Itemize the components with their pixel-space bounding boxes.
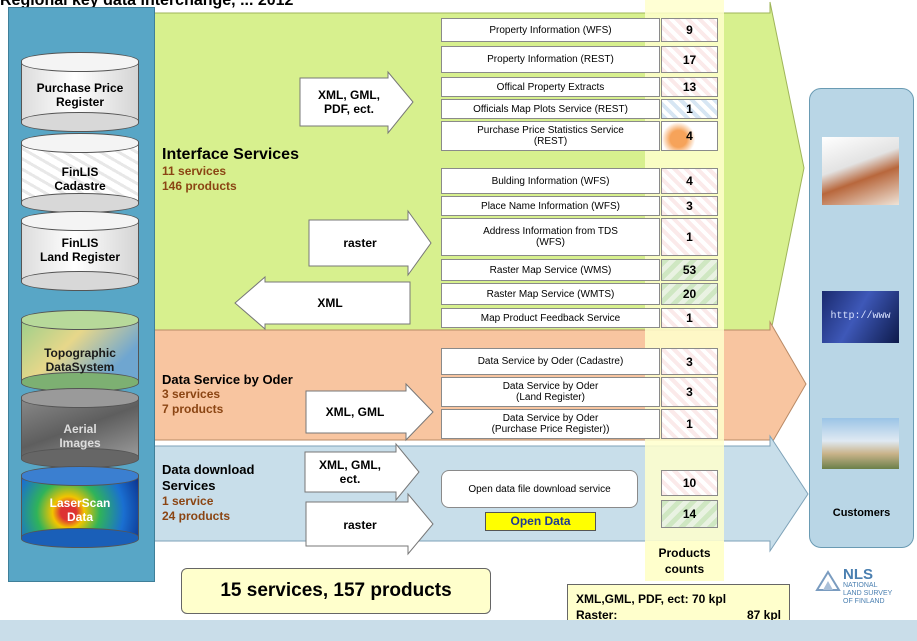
count-raster-map-wms: 53 xyxy=(661,259,718,281)
arrow-xml-out xyxy=(234,275,411,331)
page-title: Regional key data interchange, ... 2012 xyxy=(0,0,294,9)
arrow-label-xml-gml-ect: XML, GML, ect. xyxy=(319,458,381,486)
customer-photo-person xyxy=(822,137,899,205)
db-finlis-cadastre: FinLIS Cadastre xyxy=(21,133,139,213)
count-bulding-information: 4 xyxy=(661,168,718,194)
data-download-heading: Data download Services 1 service 24 prod… xyxy=(162,462,254,524)
service-order-purchase-price: Data Service by Oder (Purchase Price Reg… xyxy=(441,409,660,439)
arrow-label-xml-out: XML xyxy=(317,296,343,310)
service-property-information-wfs: Property Information (WFS) xyxy=(441,18,660,42)
data-service-order-title: Data Service by Oder xyxy=(162,372,293,387)
service-open-data-file-download: Open data file download service xyxy=(441,470,638,508)
service-raster-map-wmts: Raster Map Service (WMTS) xyxy=(441,283,660,305)
data-download-products: 24 products xyxy=(162,509,231,523)
arrow-raster-interface xyxy=(308,209,432,277)
count-order-cadastre: 3 xyxy=(661,348,718,375)
customers-label: Customers xyxy=(832,507,891,519)
count-raster-map-wmts: 20 xyxy=(661,283,718,305)
data-download-title: Data download Services xyxy=(162,462,255,493)
count-download-10: 10 xyxy=(661,470,718,496)
db-topographic-datasystem: Topographic DataSystem xyxy=(21,310,139,392)
count-place-name-information: 3 xyxy=(661,196,718,216)
count-property-information-rest: 17 xyxy=(661,46,718,73)
interface-services-heading: Interface Services 11 services 146 produ… xyxy=(162,146,299,194)
count-officials-map-plots: 1 xyxy=(661,99,718,119)
db-finlis-land-register: FinLIS Land Register xyxy=(21,211,139,291)
service-order-land-register: Data Service by Oder (Land Register) xyxy=(441,377,660,407)
interface-services-count: 11 services xyxy=(162,164,227,178)
data-download-services: 1 service xyxy=(162,494,214,508)
arrow-raster-download xyxy=(305,492,434,556)
interface-products-count: 146 products xyxy=(162,179,237,193)
open-data-badge: Open Data xyxy=(485,512,596,531)
service-address-information-tds: Address Information from TDS (WFS) xyxy=(441,218,660,256)
db-purchase-price-register: Purchase Price Register xyxy=(21,52,139,132)
count-offical-property-extracts: 13 xyxy=(661,77,718,97)
service-map-product-feedback: Map Product Feedback Service xyxy=(441,308,660,328)
service-order-cadastre: Data Service by Oder (Cadastre) xyxy=(441,348,660,375)
customer-photo-building xyxy=(822,418,899,469)
data-service-order-services: 3 services xyxy=(162,387,221,401)
service-officials-map-plots: Officials Map Plots Service (REST) xyxy=(441,99,660,119)
db-laserscan-data: LaserScan Data xyxy=(21,466,139,548)
total-services-products: 15 services, 157 products xyxy=(181,568,491,614)
service-property-information-rest: Property Information (REST) xyxy=(441,46,660,73)
customer-photo-web: http://www xyxy=(822,291,899,343)
count-address-information-tds: 1 xyxy=(661,218,718,256)
service-purchase-price-statistics: Purchase Price Statistics Service (REST) xyxy=(441,121,660,151)
count-purchase-price-statistics: 4 xyxy=(661,121,718,151)
arrow-xml-gml-ect xyxy=(304,442,420,502)
count-property-information-wfs: 9 xyxy=(661,18,718,42)
arrow-label-raster-interface: raster xyxy=(343,236,377,250)
service-raster-map-wms: Raster Map Service (WMS) xyxy=(441,259,660,281)
arrow-xml-gml-order xyxy=(305,382,434,442)
count-download-14: 14 xyxy=(661,500,718,528)
arrow-label-xml-gml-order: XML, GML xyxy=(325,405,385,419)
service-place-name-information: Place Name Information (WFS) xyxy=(441,196,660,216)
kpl-line-2: Raster:87 kpl xyxy=(576,608,781,622)
data-service-order-products: 7 products xyxy=(162,402,224,416)
nls-logo-icon xyxy=(815,570,841,591)
db-aerial-images: Aerial Images xyxy=(21,388,139,468)
arrow-label-raster-download: raster xyxy=(343,518,377,532)
service-offical-property-extracts: Offical Property Extracts xyxy=(441,77,660,97)
service-bulding-information: Bulding Information (WFS) xyxy=(441,168,660,194)
count-map-product-feedback: 1 xyxy=(661,308,718,328)
count-order-land-register: 3 xyxy=(661,377,718,407)
kpl-line-1: XML,GML, PDF, ect: 70 kpl xyxy=(576,592,727,606)
nls-logo: NLS NATIONAL LAND SURVEY OF FINLAND xyxy=(815,567,915,606)
arrow-label-xml-gml-pdf: XML, GML, PDF, ect. xyxy=(318,88,380,116)
count-order-purchase-price: 1 xyxy=(661,409,718,439)
arrow-xml-gml-pdf xyxy=(299,70,414,135)
data-service-order-heading: Data Service by Oder 3 services 7 produc… xyxy=(162,372,293,417)
products-counts-label: Products counts xyxy=(645,541,724,581)
interface-services-title: Interface Services xyxy=(162,146,299,163)
bottom-decorative-band xyxy=(0,620,917,641)
